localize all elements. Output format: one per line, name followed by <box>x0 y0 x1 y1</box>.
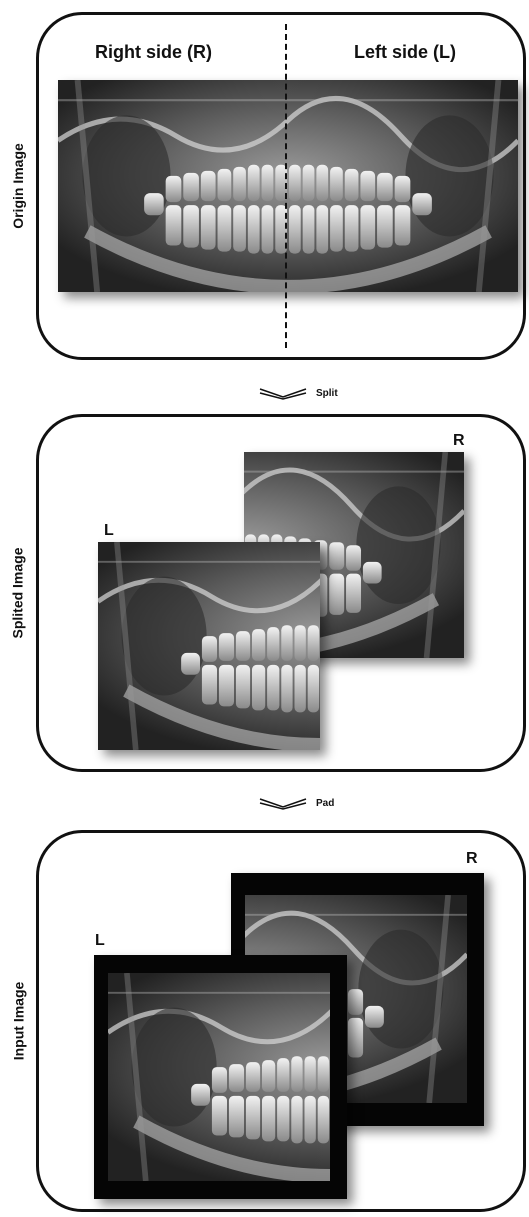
input-stage-label-text: Input Image <box>10 982 26 1061</box>
left-side-header: Left side (L) <box>354 42 456 63</box>
split-left-half-image <box>98 542 320 750</box>
midline-divider <box>285 24 287 348</box>
origin-stage-label: Origin Image <box>0 12 36 360</box>
padded-left-image <box>108 973 330 1181</box>
pad-step: Pad <box>258 796 334 810</box>
input-right-tag: R <box>466 850 478 868</box>
origin-stage-label-text: Origin Image <box>10 143 26 229</box>
split-stage-label: Splited Image <box>0 414 36 772</box>
input-left-tag: L <box>95 932 105 950</box>
chevron-down-icon <box>258 386 308 400</box>
split-step: Split <box>258 386 338 400</box>
right-side-header: Right side (R) <box>95 42 212 63</box>
input-stage-label: Input Image <box>0 830 36 1212</box>
panoramic-xray-image <box>58 80 518 292</box>
padded-left-frame <box>94 955 347 1199</box>
split-step-label: Split <box>316 388 338 399</box>
split-stage-label-text: Splited Image <box>10 547 26 638</box>
chevron-down-icon <box>258 796 308 810</box>
split-right-tag: R <box>453 432 465 450</box>
split-left-tag: L <box>104 522 114 540</box>
pad-step-label: Pad <box>316 798 334 809</box>
